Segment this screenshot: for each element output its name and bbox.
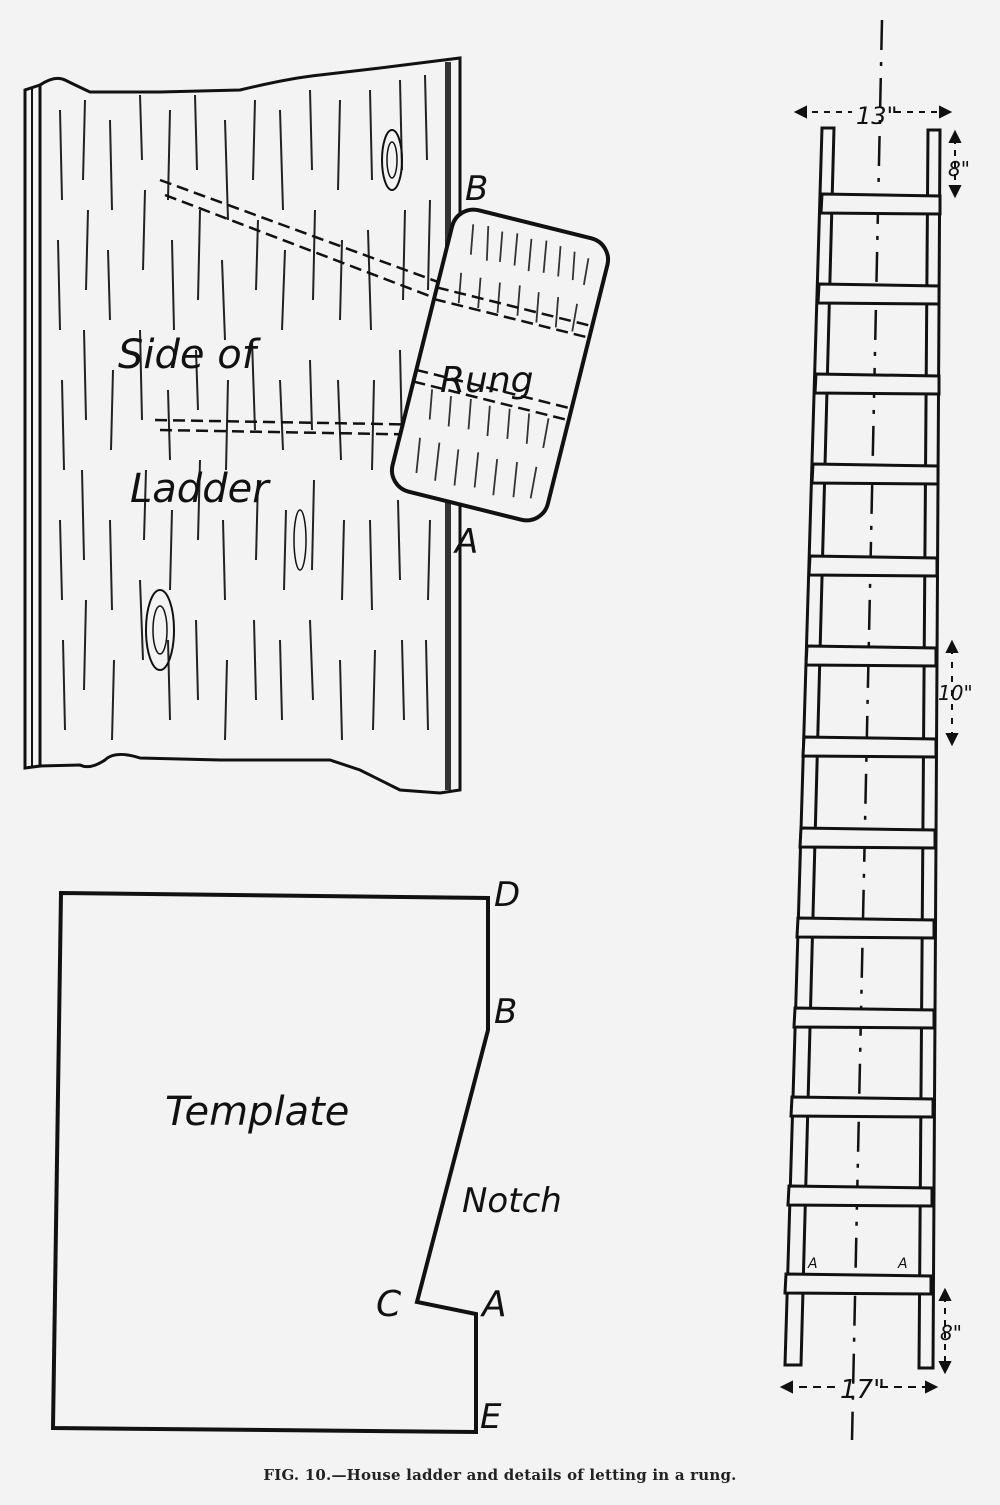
rung-marker-left: A [807,1256,818,1272]
top-overhang-dimension: 8" [948,157,970,181]
point-c: C [376,1284,402,1325]
rung-label: Rung [440,360,534,401]
point-d: D [494,875,520,915]
notch-label: Notch [462,1181,562,1221]
point-a: A [480,1284,507,1325]
template-label: Template [165,1089,349,1135]
rung-marker-right: A [897,1256,908,1272]
dimension-lines [779,105,962,1394]
ladder-side-plank [23,56,462,795]
point-b: B [494,992,517,1032]
rung-section [389,207,611,523]
bottom-overhang-dimension: 8" [940,1321,962,1345]
bottom-width-dimension: 17" [840,1375,885,1405]
side-of-label: Side of [118,332,262,378]
point-b-side: B [465,169,488,209]
ladder-label: Ladder [130,466,271,512]
top-width-dimension: 13" [856,102,898,130]
ladder-elevation [783,19,942,1441]
point-e: E [480,1397,502,1437]
figure-caption: FIG. 10.—House ladder and details of let… [263,1466,737,1484]
rung-spacing-dimension: 10" [938,681,973,705]
point-a-side: A [453,522,478,562]
template-shape [50,890,490,1435]
